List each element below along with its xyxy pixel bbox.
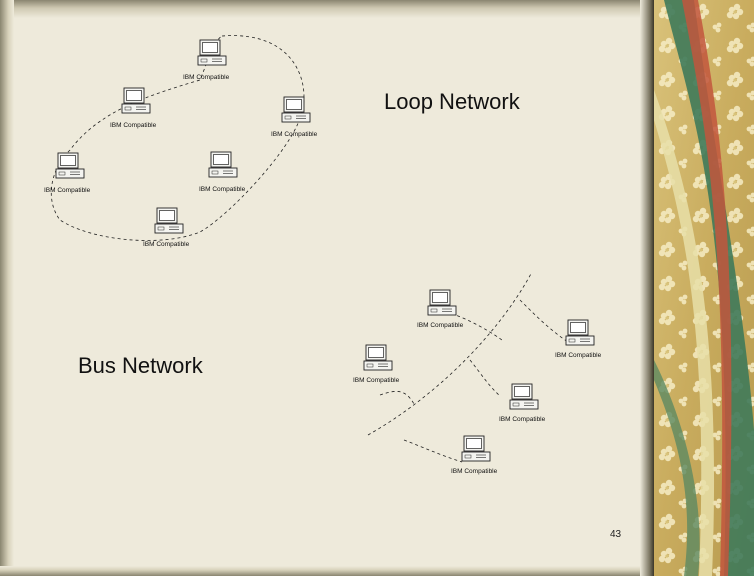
loop-computer-1 bbox=[197, 39, 227, 66]
loop-computer-6-label: IBM Compatible bbox=[143, 241, 190, 248]
loop-computer-4-label: IBM Compatible bbox=[44, 187, 91, 194]
bus-computer-2 bbox=[565, 319, 595, 346]
slide-frame-bottom bbox=[0, 566, 654, 576]
loop-computer-3-label: IBM Compatible bbox=[271, 131, 318, 138]
loop-computer-2-label: IBM Compatible bbox=[110, 122, 157, 129]
loop-computer-4 bbox=[55, 152, 85, 179]
page-number: 43 bbox=[610, 529, 622, 540]
loop-computer-3 bbox=[281, 96, 311, 123]
bus-backbone-links bbox=[367, 271, 569, 463]
bus-computer-4 bbox=[509, 383, 539, 410]
loop-network-title: Loop Network bbox=[384, 89, 520, 114]
bus-computer-5 bbox=[461, 435, 491, 462]
loop-ring-link bbox=[50, 35, 305, 241]
bus-computer-4-label: IBM Compatible bbox=[499, 416, 546, 423]
bus-computer-5-label: IBM Compatible bbox=[451, 468, 498, 475]
slide-frame-top bbox=[0, 0, 654, 18]
loop-computer-1-label: IBM Compatible bbox=[183, 74, 230, 81]
loop-computer-6 bbox=[154, 207, 184, 234]
network-diagrams: IBM Compatible IBM Compatible IBM Compat… bbox=[44, 35, 602, 475]
bus-computer-3-label: IBM Compatible bbox=[353, 377, 400, 384]
bus-computer-1-label: IBM Compatible bbox=[417, 322, 464, 329]
loop-computer-5-label: IBM Compatible bbox=[199, 186, 246, 193]
bus-computer-3 bbox=[363, 344, 393, 371]
decorative-floral-ribbon-panel bbox=[654, 0, 754, 576]
loop-computer-2 bbox=[121, 87, 151, 114]
slide-canvas bbox=[0, 0, 648, 570]
slide-frame-right bbox=[640, 0, 654, 576]
bus-computer-2-label: IBM Compatible bbox=[555, 352, 602, 359]
loop-computer-5 bbox=[208, 151, 238, 178]
bus-computer-1 bbox=[427, 289, 457, 316]
bus-network-title: Bus Network bbox=[78, 353, 203, 378]
slide-frame-left bbox=[0, 0, 14, 576]
